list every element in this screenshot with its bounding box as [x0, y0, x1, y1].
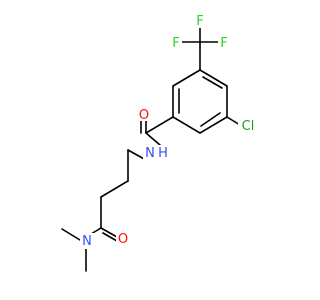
ring-double-2 [200, 112, 221, 127]
atom-labels: F F F O N H Cl O N [80, 14, 258, 249]
fluorine-left-label: F [172, 36, 179, 51]
bond-carbonyl-n [145, 132, 161, 146]
bond-ring-cl [226, 116, 241, 126]
amide-hydrogen-label: H [158, 146, 168, 161]
amide-nitrogen-label: N [145, 146, 155, 161]
ring-bond-1 [199, 69, 228, 87]
fluorine-top-label: F [196, 14, 203, 29]
bond-n-methyl-left [61, 228, 81, 241]
ring-double-1 [202, 76, 223, 89]
chain-bond-2 [100, 180, 129, 198]
fluorine-right-label: F [220, 36, 227, 51]
terminal-oxygen-label: O [118, 232, 128, 247]
amide-oxygen-label: O [139, 108, 149, 123]
ring-bond-6 [172, 69, 201, 87]
bond-ring-carbonyl [145, 116, 174, 134]
dimethyl-nitrogen-label: N [82, 234, 92, 249]
molecule-structure: F F F O N H Cl O N [61, 14, 258, 272]
chlorine-label: Cl [242, 119, 255, 134]
molecule-canvas: F F F O N H Cl O N [61, 14, 258, 272]
bonds [61, 23, 241, 272]
bond-terminal-carbonyl-o-1 [100, 227, 118, 238]
ring-bond-4 [172, 116, 201, 134]
ring-bond-3 [199, 116, 228, 134]
bond-terminal-carbonyl-o-2 [102, 232, 118, 242]
